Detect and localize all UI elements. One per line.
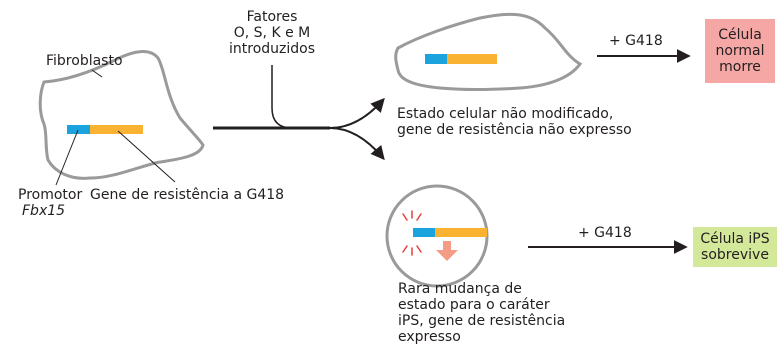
expression-spark-icon (402, 210, 422, 256)
branch-arrow-up (329, 97, 385, 129)
factors-label-line: introduzidos (229, 41, 316, 57)
ips-caption-line: iPS, gene de resistência (398, 313, 566, 329)
promoter-label: Promotor Fbx15 (18, 187, 82, 219)
expression-down-arrow-icon (436, 241, 458, 261)
fibroblast-label-leader (91, 69, 103, 78)
promoter-gene-name: Fbx15 (22, 203, 66, 219)
resistance-gene-label: Gene de resistência a G418 (90, 187, 285, 203)
ips-caption-line: expresso (398, 329, 461, 345)
unmodified-caption-line: Estado celular não modificado, (397, 106, 614, 122)
normal-cell-result-line: normal (715, 43, 765, 59)
promoter-label-leader (55, 129, 79, 186)
unmodified-resistance-gene-segment (447, 54, 497, 64)
ips-promoter-segment (413, 228, 435, 237)
fibroblast-resistance-gene-segment (90, 125, 143, 134)
unmodified-promoter-segment (425, 54, 447, 64)
factors-label-line: O, S, K e M (233, 25, 311, 41)
unmodified-state-caption: Estado celular não modificado, gene de r… (397, 106, 632, 138)
g418-label-top: + G418 (609, 33, 663, 49)
ips-state-caption: Rara mudança de estado para o caráter iP… (398, 281, 565, 345)
ips-caption-line: Rara mudança de (398, 281, 522, 297)
resistance-gene-label-leader (117, 130, 176, 183)
normal-cell-result-line: morre (719, 59, 761, 75)
fibroblast-promoter-segment (67, 125, 90, 134)
normal-cell-result-line: Célula (718, 27, 762, 43)
ips-cell-survives-box: Célula iPS sobrevive (693, 227, 777, 267)
promoter-label-text: Promotor (18, 187, 83, 203)
ips-cell-result-line: Célula iPS (700, 231, 770, 247)
unmodified-cell (394, 12, 583, 91)
branch-arrow-down (329, 127, 385, 161)
ips-cell-result-line: sobrevive (701, 247, 769, 263)
ips-resistance-gene-segment (435, 228, 487, 237)
factors-entry-arrow (271, 65, 320, 129)
factors-label: Fatores O, S, K e M introduzidos (229, 9, 315, 57)
factors-label-line: Fatores (246, 9, 298, 25)
fibroblast-label: Fibroblasto (46, 53, 123, 69)
g418-label-bottom: + G418 (578, 225, 632, 241)
unmodified-caption-line: gene de resistência não expresso (397, 122, 632, 138)
ips-caption-line: estado para o caráter (398, 297, 550, 313)
fibroblast-cell (38, 50, 205, 180)
normal-cell-dies-box: Célula normal morre (705, 19, 775, 83)
